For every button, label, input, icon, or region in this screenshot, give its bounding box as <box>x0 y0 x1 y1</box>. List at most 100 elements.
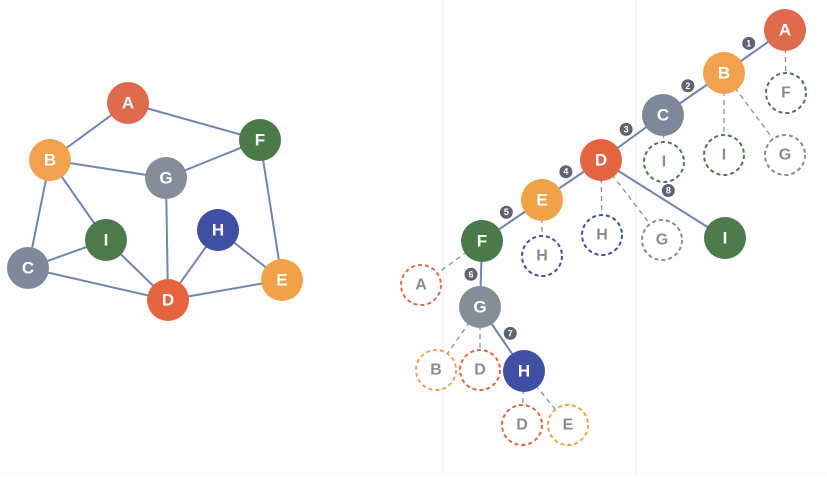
step-marker-circle <box>619 122 633 136</box>
tree-ghost-node-I: I <box>643 141 685 183</box>
tree-ghost-circle <box>521 235 563 277</box>
tree-node-label: C <box>657 106 669 125</box>
graph-node-circle <box>239 119 281 161</box>
tree-node-label: F <box>477 232 487 251</box>
tree-node-label: F <box>781 85 791 102</box>
graph-node-label: H <box>212 221 224 240</box>
graph-edge-A-F <box>127 102 261 141</box>
graph-node-circle <box>107 82 149 124</box>
tree-ghost-node-F: F <box>765 72 807 114</box>
tree-node-label: H <box>596 227 608 244</box>
step-number: 6 <box>468 269 473 279</box>
graph-edge-F-E <box>259 139 283 281</box>
tree-ghost-node-H: H <box>581 214 623 256</box>
tree-ghost-circle <box>459 349 501 391</box>
step-number: 1 <box>746 38 751 48</box>
graph-node-circle <box>7 247 49 289</box>
graph-node-circle <box>29 139 71 181</box>
tree-ghost-node-D: D <box>501 404 543 446</box>
tree-node-A: A <box>764 9 806 51</box>
tree-ghost-node-H: H <box>521 235 563 277</box>
tree-node-label: D <box>516 417 528 434</box>
graph-node-circle <box>145 157 187 199</box>
graph-node-label: D <box>162 291 174 310</box>
step-marker-circle <box>661 184 675 198</box>
tree-ghost-circle <box>581 214 623 256</box>
tree-node-circle <box>521 179 563 221</box>
tree-node-circle <box>580 139 622 181</box>
tree-edge-tD-tI <box>600 159 726 239</box>
step-number: 8 <box>666 186 671 196</box>
step-marker: 6 <box>464 267 478 281</box>
graph-node-H: H <box>197 209 239 251</box>
step-number: 7 <box>508 328 513 338</box>
tree-node-label: D <box>595 151 607 170</box>
undirected-graph: A B C D E F G H I <box>7 82 303 321</box>
graph-node-label: F <box>255 131 265 150</box>
graph-edge-C-D <box>27 267 169 301</box>
graph-node-I: I <box>85 219 127 261</box>
graph-node-D: D <box>147 279 189 321</box>
graph-node-label: E <box>276 271 287 290</box>
graph-node-label: G <box>159 169 172 188</box>
tree-node-label: E <box>563 417 574 434</box>
tree-ghost-circle <box>415 349 457 391</box>
tree-node-label: I <box>722 147 726 164</box>
tree-node-label: I <box>723 229 728 248</box>
tree-node-label: H <box>536 248 548 265</box>
step-marker-circle <box>503 326 517 340</box>
tree-ghost-circle <box>643 141 685 183</box>
graph-node-F: F <box>239 119 281 161</box>
tree-node-label: G <box>473 298 486 317</box>
step-number: 5 <box>504 207 509 217</box>
tree-ghost-node-A: A <box>400 264 442 306</box>
graph-node-B: B <box>29 139 71 181</box>
tree-node-label: B <box>430 362 442 379</box>
tree-ghost-circle <box>501 404 543 446</box>
step-marker-circle <box>681 79 695 93</box>
tree-node-E: E <box>521 179 563 221</box>
tree-node-G: G <box>459 286 501 328</box>
tree-node-label: H <box>518 362 530 381</box>
tree-node-label: I <box>662 154 666 171</box>
tree-node-F: F <box>461 220 503 262</box>
tree-node-B: B <box>703 52 745 94</box>
tree-node-label: D <box>474 362 486 379</box>
step-marker-circle <box>499 205 513 219</box>
step-marker-circle <box>464 267 478 281</box>
tree-ghost-circle <box>703 134 745 176</box>
tree-node-I: I <box>704 217 746 259</box>
tree-ghost-node-E: E <box>547 404 589 446</box>
step-number: 3 <box>624 124 629 134</box>
tree-ghost-node-G: G <box>641 219 683 261</box>
tree-node-circle <box>642 94 684 136</box>
graph-node-label: A <box>122 94 134 113</box>
tree-node-circle <box>461 220 503 262</box>
step-marker: 5 <box>499 205 513 219</box>
tree-ghost-node-G: G <box>764 134 806 176</box>
tree-node-circle <box>703 52 745 94</box>
step-number: 2 <box>685 81 690 91</box>
step-number: 4 <box>563 167 568 177</box>
tree-node-H: H <box>503 350 545 392</box>
step-marker: 4 <box>559 165 573 179</box>
graph-node-G: G <box>145 157 187 199</box>
tree-ghost-circle <box>764 134 806 176</box>
tree-node-circle <box>503 350 545 392</box>
tree-ghost-circle <box>641 219 683 261</box>
graph-node-circle <box>85 219 127 261</box>
graph-node-A: A <box>107 82 149 124</box>
tree-node-D: D <box>580 139 622 181</box>
graph-node-circle <box>147 279 189 321</box>
step-marker-circle <box>742 36 756 50</box>
step-marker: 8 <box>661 184 675 198</box>
tree-ghost-node-B: B <box>415 349 457 391</box>
step-marker: 1 <box>742 36 756 50</box>
graph-node-C: C <box>7 247 49 289</box>
tree-node-C: C <box>642 94 684 136</box>
tree-ghost-node-D: D <box>459 349 501 391</box>
graph-node-label: B <box>44 151 56 170</box>
